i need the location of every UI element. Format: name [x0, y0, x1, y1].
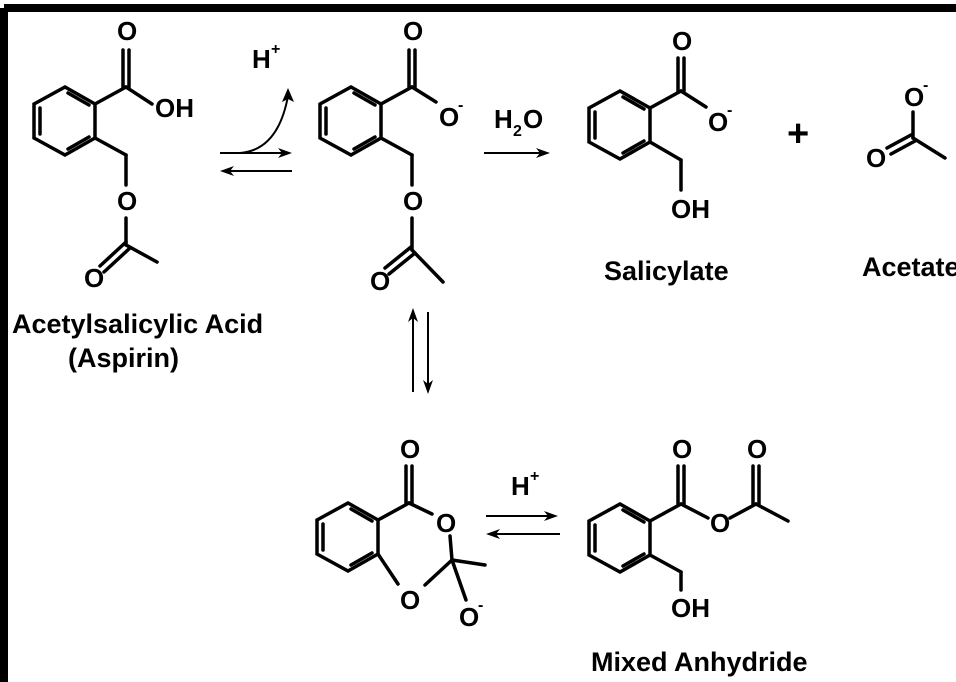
- anion-ester-o: O: [403, 186, 423, 216]
- aspirin-ester-o: O: [117, 186, 137, 216]
- anion-carboxylate-o: O: [439, 102, 459, 132]
- plus-sign: +: [787, 113, 809, 155]
- salicylate-hydroxyl: OH: [671, 194, 710, 224]
- anion-acetyl-o: O: [370, 266, 390, 296]
- aspirin-acetyl-o: O: [84, 263, 104, 293]
- equilibrium-arrows-cyclization: [408, 308, 433, 394]
- equilibrium-arrows-ring-opening: [486, 511, 560, 539]
- anhydride-bridge-o: O: [710, 508, 730, 538]
- acetate-structure: O - O: [866, 77, 947, 173]
- intermediate-charge: -: [478, 597, 483, 614]
- aspirin-anion-structure: O O - O O: [318, 16, 463, 296]
- equilibrium-arrows-deprotonation: [220, 88, 294, 176]
- acetate-charge: -: [923, 77, 928, 94]
- water-reagent: H 2 O: [494, 104, 543, 140]
- intermediate-carbonyl-o: O: [400, 434, 420, 464]
- anhydride-carbonyl-o-1: O: [672, 434, 692, 464]
- anion-carboxylate-charge: -: [458, 97, 463, 114]
- aspirin-carbonyl-o: O: [117, 16, 137, 46]
- salicylate-carbonyl-o: O: [672, 26, 692, 56]
- proton-bottom-charge: +: [530, 468, 539, 485]
- mixed-anhydride-label: Mixed Anhydride: [591, 647, 808, 677]
- intermediate-ring-o-lower: O: [400, 585, 420, 615]
- svg-text:O: O: [523, 104, 543, 134]
- hydrolysis-arrow: [484, 148, 550, 158]
- salicylate-structure: O O - OH: [587, 26, 732, 224]
- intermediate-o-minus: O: [459, 602, 479, 632]
- proton-bottom-label: H: [511, 471, 530, 501]
- aspirin-hydroxyl: OH: [155, 93, 194, 123]
- salicylate-carboxylate-o: O: [708, 107, 728, 137]
- anion-carbonyl-o: O: [403, 16, 423, 46]
- intermediate-ring-o-upper: O: [436, 508, 456, 538]
- salicylate-carboxylate-charge: -: [727, 102, 732, 119]
- svg-text:H: H: [494, 104, 513, 134]
- acetate-carbonyl-o: O: [866, 143, 886, 173]
- mixed-anhydride-structure: O O O OH: [587, 434, 790, 623]
- anhydride-hydroxyl: OH: [671, 593, 710, 623]
- svg-text:2: 2: [513, 123, 522, 140]
- acetate-o-minus: O: [904, 82, 924, 112]
- proton-top-charge: +: [271, 41, 280, 58]
- proton-top-label: H: [252, 44, 271, 74]
- acetate-label: Acetate: [862, 252, 956, 282]
- aspirin-label-line1: Acetylsalicylic Acid: [12, 309, 264, 339]
- aspirin-structure: O OH O O: [32, 16, 194, 293]
- anhydride-carbonyl-o-2: O: [747, 434, 767, 464]
- cyclic-intermediate-structure: O O O O -: [315, 434, 487, 632]
- salicylate-label: Salicylate: [604, 256, 729, 286]
- aspirin-label-line2: (Aspirin): [68, 343, 179, 373]
